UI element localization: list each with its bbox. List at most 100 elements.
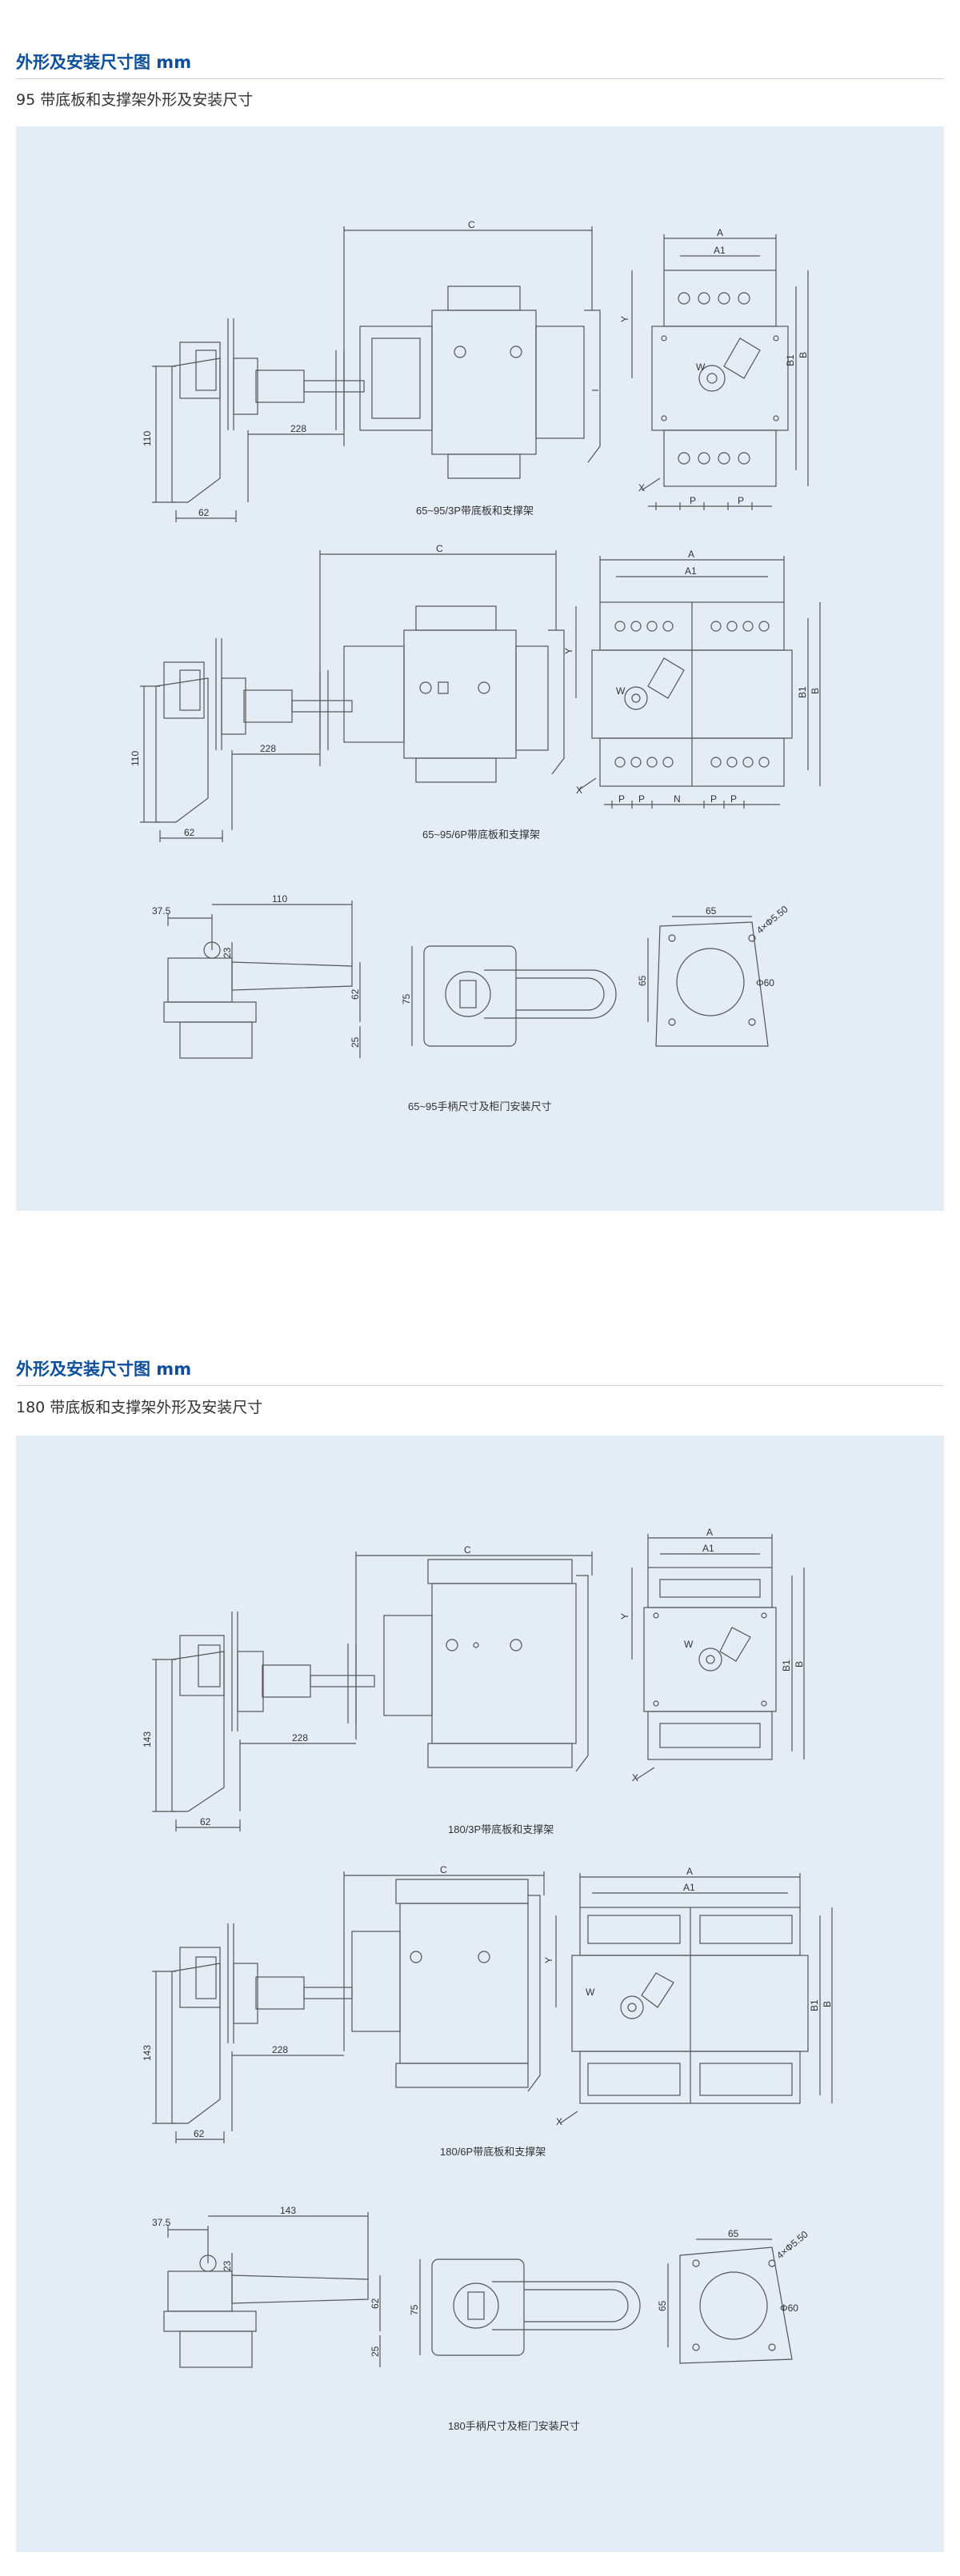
dim-h-25: 25 bbox=[350, 1036, 361, 1048]
dim-X: X bbox=[638, 482, 645, 493]
dim-A-6p-180: A bbox=[686, 1866, 693, 1877]
dim-X-6p: X bbox=[576, 785, 582, 796]
dim-h-25-180: 25 bbox=[370, 2346, 381, 2357]
dim-P2: P bbox=[738, 495, 744, 506]
caption-fig-3p-180: 180/3P带底板和支撑架 bbox=[448, 1823, 554, 1835]
dim-h-62: 62 bbox=[350, 988, 361, 1000]
dim-X-180: X bbox=[632, 1772, 638, 1783]
dim-A1: A1 bbox=[714, 245, 726, 256]
dim-B1-180: B1 bbox=[781, 1659, 792, 1671]
dim-h-65b-180: 65 bbox=[657, 2300, 668, 2311]
dim-B-6p: B bbox=[810, 688, 821, 694]
dim-h-phi60-180: Φ60 bbox=[780, 2302, 798, 2314]
dim-C: C bbox=[468, 219, 475, 230]
dim-228-180: 228 bbox=[292, 1732, 308, 1743]
dim-h-65a: 65 bbox=[706, 905, 717, 917]
dim-Y-6p: Y bbox=[563, 648, 574, 654]
dim-B1-6p-180: B1 bbox=[809, 1999, 820, 2011]
dim-C-6p: C bbox=[436, 543, 443, 554]
drawing-panel-180: C 228 143 62 A A1 Y W B1 B X 180/3P带底板和支… bbox=[16, 1436, 944, 2552]
dim-h-hole-180: 4×Φ5.50 bbox=[774, 2228, 810, 2261]
dim-h-37-5-180: 37.5 bbox=[152, 2217, 171, 2228]
dim-h-phi60: Φ60 bbox=[756, 977, 774, 988]
dim-N-6p: N bbox=[674, 793, 681, 805]
dim-143-180: 143 bbox=[142, 1731, 153, 1747]
door-cutout-view bbox=[655, 921, 769, 1047]
dim-A-6p: A bbox=[688, 549, 694, 560]
dim-W-6p-180: W bbox=[586, 1987, 595, 1998]
front-view-3p-180 bbox=[643, 1567, 777, 1760]
side-view-3p-180 bbox=[171, 1559, 589, 1812]
dim-B-6p-180: B bbox=[822, 2001, 833, 2007]
front-view-6p-180 bbox=[571, 1907, 809, 2104]
dim-A-180: A bbox=[706, 1527, 713, 1538]
front-view-6p bbox=[591, 601, 793, 787]
dimension-drawing-180: C 228 143 62 A A1 Y W B1 B X 180/3P带底板和支… bbox=[142, 1527, 833, 2432]
handle-front-view bbox=[423, 945, 617, 1047]
dim-h-23: 23 bbox=[222, 947, 233, 958]
dim-110-6p: 110 bbox=[130, 751, 141, 766]
side-view-6p-180 bbox=[171, 1879, 541, 2124]
dim-h-143-180: 143 bbox=[280, 2205, 296, 2216]
dim-C-6p-180: C bbox=[440, 1864, 447, 1875]
dim-W: W bbox=[696, 361, 706, 373]
handle-front-view-180 bbox=[431, 2258, 641, 2356]
caption-fig-6p: 65~95/6P带底板和支撑架 bbox=[422, 829, 540, 841]
side-view-3p bbox=[171, 286, 601, 503]
dim-62-6p-180: 62 bbox=[194, 2128, 205, 2139]
dim-h-75: 75 bbox=[401, 993, 412, 1004]
side-view-6p bbox=[155, 605, 565, 823]
dim-h-75-180: 75 bbox=[409, 2304, 420, 2315]
section-divider-2 bbox=[16, 1385, 944, 1386]
dim-B: B bbox=[798, 352, 809, 358]
dim-228: 228 bbox=[290, 423, 306, 434]
caption-fig-3p: 65~95/3P带底板和支撑架 bbox=[416, 505, 534, 517]
dim-A: A bbox=[717, 227, 723, 238]
dim-C-180: C bbox=[464, 1544, 471, 1556]
dim-h-110: 110 bbox=[272, 893, 287, 905]
section-subtitle-95: 95 带底板和支撑架外形及安装尺寸 bbox=[16, 91, 254, 109]
dim-h-37-5: 37.5 bbox=[152, 905, 171, 917]
dim-P1: P bbox=[690, 495, 696, 506]
dim-h-65b: 65 bbox=[637, 975, 648, 986]
caption-fig-6p-180: 180/6P带底板和支撑架 bbox=[440, 2146, 546, 2158]
dim-A1-180: A1 bbox=[702, 1543, 714, 1554]
dim-Y-180: Y bbox=[619, 1613, 630, 1619]
handle-side-view-180 bbox=[163, 2254, 369, 2368]
dim-A1-6p-180: A1 bbox=[683, 1882, 695, 1893]
handle-side-view bbox=[163, 941, 353, 1059]
dim-W-6p: W bbox=[616, 685, 626, 697]
dim-P-6p-4: P bbox=[730, 793, 737, 805]
dim-228-6p-180: 228 bbox=[272, 2044, 288, 2055]
dim-B1-6p: B1 bbox=[797, 686, 808, 698]
dimension-drawing-95: C 228 110 62 A A1 Y W B1 B X P P 65~95/3… bbox=[130, 219, 821, 1112]
section-title-180: 外形及安装尺寸图 mm bbox=[16, 1360, 192, 1379]
dim-143-6p-180: 143 bbox=[142, 2045, 153, 2061]
dim-h-62-180: 62 bbox=[370, 2298, 381, 2309]
dim-B1: B1 bbox=[785, 354, 796, 366]
section-subtitle-180: 180 带底板和支撑架外形及安装尺寸 bbox=[16, 1399, 263, 1416]
dim-B-180: B bbox=[794, 1661, 805, 1667]
dim-h-hole: 4×Φ5.50 bbox=[754, 903, 790, 936]
section-divider bbox=[16, 78, 944, 79]
dim-62: 62 bbox=[198, 507, 210, 518]
dim-X-6p-180: X bbox=[556, 2116, 562, 2127]
dim-62-6p: 62 bbox=[184, 827, 195, 838]
dim-P-6p-2: P bbox=[638, 793, 645, 805]
dim-110: 110 bbox=[142, 431, 153, 446]
dim-62-180: 62 bbox=[200, 1816, 211, 1827]
dim-h-65a-180: 65 bbox=[728, 2228, 739, 2239]
front-view-3p bbox=[651, 270, 789, 487]
caption-fig-handle: 65~95手柄尺寸及柜门安装尺寸 bbox=[408, 1100, 552, 1112]
dim-Y-6p-180: Y bbox=[543, 1957, 554, 1963]
dim-228-6p: 228 bbox=[260, 743, 276, 754]
dim-h-23-180: 23 bbox=[222, 2260, 233, 2271]
section-title-95: 外形及安装尺寸图 mm bbox=[16, 53, 192, 72]
caption-fig-handle-180: 180手柄尺寸及柜门安装尺寸 bbox=[448, 2420, 580, 2432]
dim-P-6p-1: P bbox=[618, 793, 625, 805]
dim-A1-6p: A1 bbox=[685, 565, 697, 577]
door-cutout-view-180 bbox=[679, 2247, 793, 2364]
dim-P-6p-3: P bbox=[710, 793, 717, 805]
drawing-panel-95: C 228 110 62 A A1 Y W B1 B X P P 65~95/3… bbox=[16, 126, 944, 1211]
dim-W-180: W bbox=[684, 1639, 694, 1650]
